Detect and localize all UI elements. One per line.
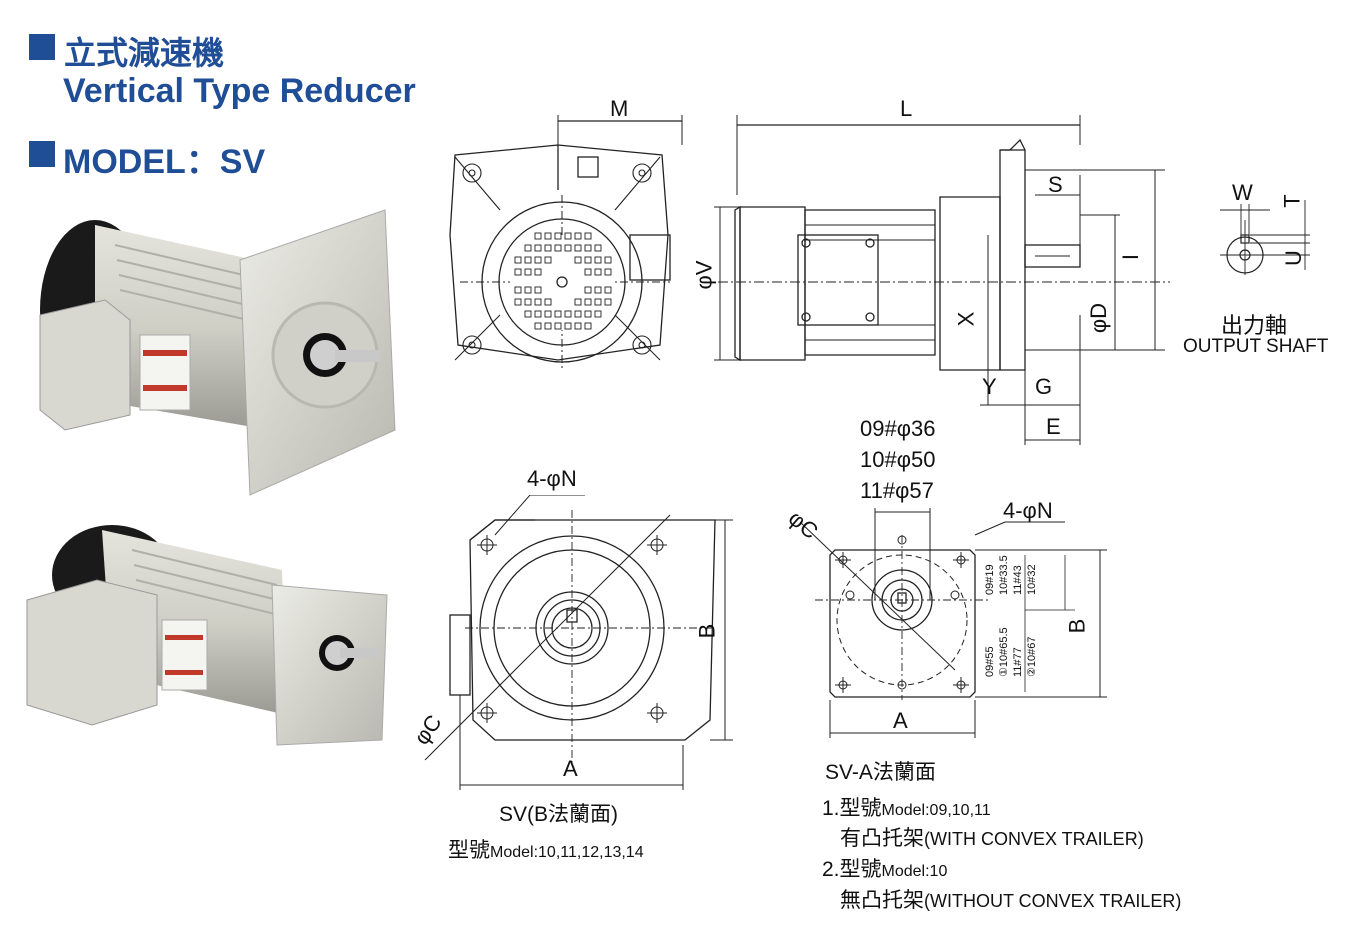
output-shaft-drawing bbox=[1220, 200, 1310, 275]
dim-B-sva: B bbox=[1064, 618, 1090, 634]
sva-size-11: 11#φ57 bbox=[860, 478, 934, 503]
dim-phiD: φD bbox=[1086, 302, 1112, 334]
model-square-icon bbox=[29, 141, 55, 167]
dim-holes-sv: 4-φN bbox=[527, 466, 577, 491]
model-label: MODEL：SV bbox=[63, 143, 266, 181]
dim-I: I bbox=[1118, 253, 1144, 261]
dim-U: U bbox=[1280, 250, 1306, 266]
sva-size-09: 09#φ36 bbox=[860, 416, 936, 441]
sva-note2b: 無凸托架(WITHOUT CONVEX TRAILER) bbox=[840, 889, 1182, 912]
title-en: Vertical Type Reducer bbox=[63, 72, 416, 110]
title-zh: 立式減速機 bbox=[64, 35, 225, 71]
dim-holes-sva: 4-φN bbox=[1003, 498, 1053, 523]
dim-A-sva: A bbox=[893, 708, 908, 733]
sva-note1b: 有凸托架(WITH CONVEX TRAILER) bbox=[840, 827, 1144, 850]
sva-flange-title: SV-A法蘭面 bbox=[825, 761, 936, 784]
dim-B-sv: B bbox=[694, 623, 720, 639]
dim-X: X bbox=[953, 311, 979, 327]
output-shaft-en: OUTPUT SHAFT bbox=[1183, 336, 1329, 357]
sva-side-bottom: 09#55 ①10#65.5 11#77 ②10#67 bbox=[984, 627, 1038, 677]
dim-E: E bbox=[1046, 414, 1061, 439]
dim-Y: Y bbox=[982, 374, 997, 399]
motor-photo-front bbox=[39, 209, 396, 496]
output-shaft-zh: 出力軸 bbox=[1221, 313, 1288, 338]
sv-model-en: Model:10,11,12,13,14 bbox=[490, 844, 644, 861]
end-view-drawing bbox=[449, 115, 683, 370]
dim-L: L bbox=[900, 96, 913, 121]
side-view-drawing bbox=[700, 115, 1170, 445]
sv-a-flange-drawing bbox=[799, 508, 1107, 738]
dim-phiV: φV bbox=[691, 260, 717, 290]
dim-G: G bbox=[1035, 374, 1053, 399]
sv-flange-title: SV(B法蘭面) bbox=[499, 803, 619, 826]
dim-A-sv: A bbox=[563, 756, 578, 781]
dim-W: W bbox=[1232, 180, 1253, 205]
sv-model-zh: 型號 bbox=[448, 839, 490, 862]
sva-note2: 2.型號Model:10 bbox=[822, 858, 948, 881]
dim-M: M bbox=[610, 96, 629, 121]
sva-side-top: 09#19 10#33.5 11#43 10#32 bbox=[984, 555, 1038, 595]
sv-flange-model: 型號Model:10,11,12,13,14 bbox=[448, 834, 644, 864]
dim-S: S bbox=[1048, 172, 1063, 197]
dim-T: T bbox=[1279, 194, 1305, 208]
header-square-icon bbox=[29, 34, 55, 60]
sva-size-10: 10#φ50 bbox=[860, 447, 936, 472]
sva-note1: 1.型號Model:09,10,11 bbox=[822, 797, 991, 820]
sv-b-flange-drawing bbox=[424, 495, 733, 790]
motor-photo-angle bbox=[26, 525, 388, 746]
